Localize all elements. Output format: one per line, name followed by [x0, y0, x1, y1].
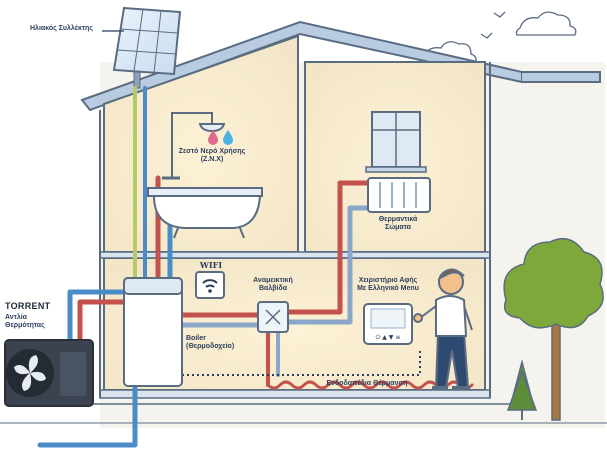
bathtub [147, 187, 263, 239]
trees [503, 237, 604, 421]
water-drops [208, 130, 233, 145]
window [365, 111, 427, 173]
person [413, 268, 473, 390]
label-hot-water: Ζεστό Νερό Χρήσης(Ζ.Ν.Χ) [178, 148, 246, 164]
svg-text:⏻ ▲ ▼ ≡: ⏻ ▲ ▼ ≡ [376, 334, 401, 341]
label-solar-collector: Ηλιακός Συλλέκτης [30, 25, 93, 32]
mixing-valve [257, 301, 289, 333]
fan-icon [14, 355, 46, 391]
radiator [367, 177, 431, 213]
label-boiler: Boiler(Θερμοδοχείο) [186, 335, 235, 351]
wifi-module [195, 271, 225, 299]
label-wifi: WIFI [199, 260, 223, 270]
label-underfloor-heating: Ενδοδαπέδια Θέρμανση [326, 380, 408, 387]
wifi-icon [202, 279, 218, 288]
heat-pump [4, 339, 94, 407]
touch-controller: ⏻ ▲ ▼ ≡ [363, 303, 413, 345]
boiler [123, 277, 183, 387]
brand-logo: TORRENT [5, 301, 51, 311]
shower [162, 112, 226, 180]
birds [480, 11, 506, 39]
